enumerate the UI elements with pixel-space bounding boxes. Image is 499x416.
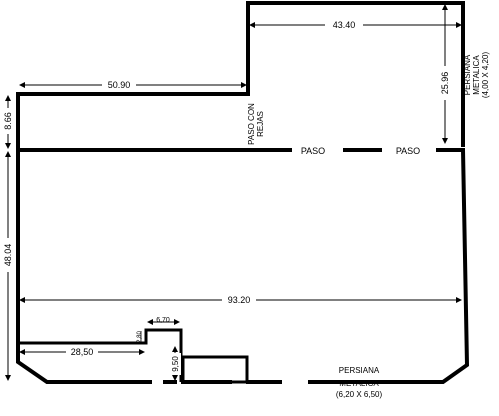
dim-left-upper-height: 8.66 (3, 112, 13, 130)
wall-notch (18, 328, 183, 382)
dim-left-lower-height: 48.04 (3, 244, 13, 267)
dim-notch-height: 2,80 (137, 331, 143, 343)
label-persiana-right-line1: PERSIANA (463, 54, 472, 95)
dim-bottom-box-height: 9,50 (171, 356, 180, 372)
label-persiana-bottom-line1: PERSIANA (339, 366, 380, 375)
label-paso-2: PASO (396, 146, 420, 156)
dim-full-width: 93.20 (228, 295, 251, 305)
label-paso-con-rejas-line2: REJAS (256, 111, 265, 137)
label-paso-con-rejas-line1: PASO CON (247, 103, 256, 145)
interior-walls (18, 328, 249, 384)
label-persiana-right-line3: (4,00 X 4,20) (481, 52, 490, 99)
label-persiana-bottom-line2: METALICA (339, 379, 379, 388)
labels: PASO CON REJAS PASO PASO PERSIANA METALI… (247, 52, 490, 399)
dim-bottom-left-width: 28,50 (71, 347, 94, 357)
wall-right-lower (308, 147, 470, 384)
dim-top-width: 43.40 (333, 20, 356, 30)
dim-upper-left-width: 50.90 (108, 80, 131, 90)
walls (16, 1, 470, 384)
label-paso-1: PASO (301, 146, 325, 156)
label-persiana-bottom-line3: (6,20 X 6,50) (336, 390, 383, 399)
dimension-texts: 43.40 50.90 25.96 8.66 48.04 93.20 28,50… (2, 19, 451, 375)
label-persiana-right-line2: METALICA (472, 55, 481, 95)
dim-right-height: 25.96 (440, 72, 450, 95)
bottom-box (181, 355, 249, 384)
dimension-lines (5, 3, 462, 381)
wall-upper-left (16, 1, 250, 384)
dim-notch-width: 6,70 (156, 317, 170, 324)
